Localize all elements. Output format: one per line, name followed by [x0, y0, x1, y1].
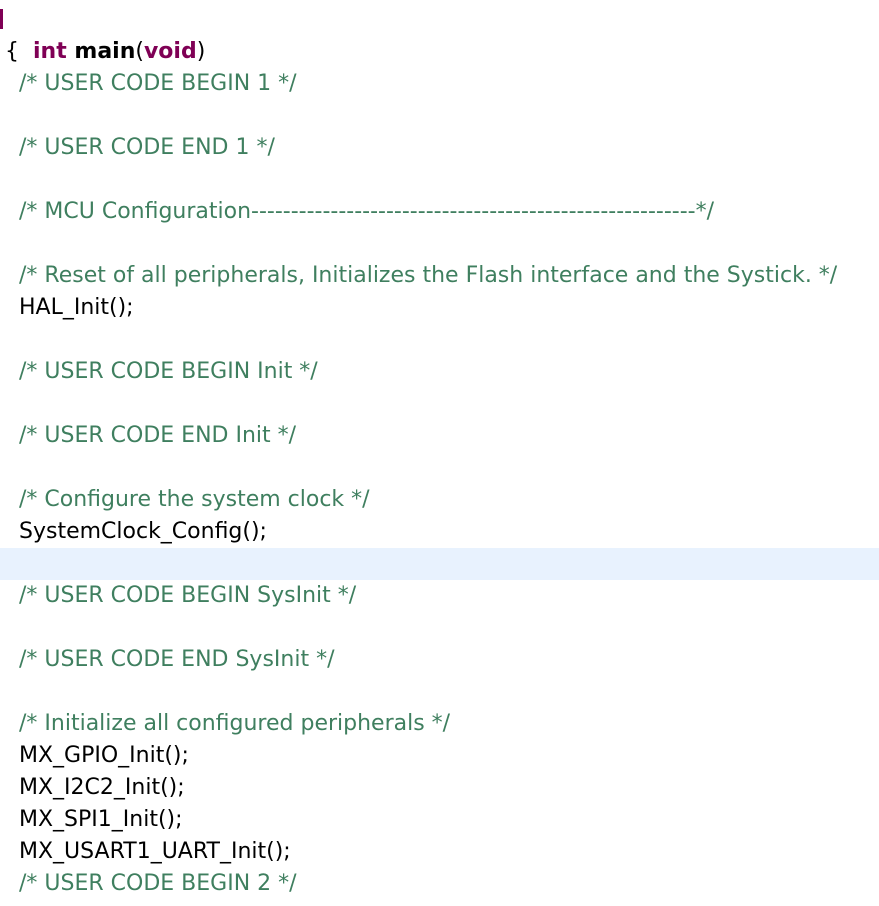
comment-line[interactable]: /* USER CODE BEGIN 1 */	[0, 68, 879, 100]
comment-text: /* USER CODE BEGIN Init */	[19, 359, 318, 384]
blank-line[interactable]	[0, 452, 879, 484]
blank-line[interactable]	[0, 324, 879, 356]
keyword-void: void	[143, 39, 197, 64]
comment-text: /* USER CODE BEGIN SysInit */	[19, 583, 357, 608]
comment-line[interactable]: /* USER CODE END Init */	[0, 420, 879, 452]
code-statement: MX_SPI1_Init();	[19, 807, 183, 832]
blank-line[interactable]	[0, 676, 879, 708]
code-line[interactable]: SystemClock_Config();	[0, 516, 879, 548]
blank-line[interactable]	[0, 164, 879, 196]
comment-text: /* USER CODE END 1 */	[19, 135, 275, 160]
comment-line[interactable]: /* Initialize all configured peripherals…	[0, 708, 879, 740]
gutter-marker	[0, 9, 3, 29]
blank-line[interactable]	[0, 228, 879, 260]
code-line[interactable]: MX_USART1_UART_Init();	[0, 836, 879, 868]
comment-text: /* Reset of all peripherals, Initializes…	[19, 263, 838, 288]
comment-text: /* USER CODE END Init */	[19, 423, 297, 448]
blank-line[interactable]	[0, 100, 879, 132]
current-line[interactable]	[0, 548, 879, 580]
comment-line[interactable]: /* MCU Configuration--------------------…	[0, 196, 879, 228]
comment-text: /* Configure the system clock */	[19, 487, 370, 512]
code-line[interactable]: MX_SPI1_Init();	[0, 804, 879, 836]
comment-text: /* USER CODE END SysInit */	[19, 647, 335, 672]
code-statement: MX_USART1_UART_Init();	[19, 839, 291, 864]
comment-line[interactable]: /* USER CODE BEGIN SysInit */	[0, 580, 879, 612]
code-line[interactable]: MX_GPIO_Init();	[0, 740, 879, 772]
function-signature-line[interactable]: int main(void)	[0, 4, 879, 64]
comment-line[interactable]: /* USER CODE BEGIN 2 */	[0, 868, 879, 900]
code-statement: HAL_Init();	[19, 295, 134, 320]
close-paren: )	[196, 39, 206, 64]
comment-text: /* MCU Configuration--------------------…	[19, 199, 715, 224]
comment-line[interactable]: /* USER CODE END SysInit */	[0, 644, 879, 676]
brace-line[interactable]: {	[0, 36, 879, 68]
open-paren: (	[135, 39, 144, 64]
comment-line[interactable]: /* USER CODE END 1 */	[0, 132, 879, 164]
comment-line[interactable]: /* Reset of all peripherals, Initializes…	[0, 260, 879, 292]
comment-line[interactable]: /* USER CODE BEGIN Init */	[0, 356, 879, 388]
comment-text: /* USER CODE BEGIN 2 */	[19, 871, 297, 896]
keyword-int: int	[32, 39, 67, 64]
blank-line[interactable]	[0, 612, 879, 644]
blank-line[interactable]	[0, 388, 879, 420]
code-line[interactable]: HAL_Init();	[0, 292, 879, 324]
code-line[interactable]: MX_I2C2_Init();	[0, 772, 879, 804]
code-statement: MX_GPIO_Init();	[19, 743, 189, 768]
code-statement: MX_I2C2_Init();	[19, 775, 185, 800]
function-name: main	[74, 39, 136, 64]
code-statement: SystemClock_Config();	[19, 519, 267, 544]
comment-text: /* USER CODE BEGIN 1 */	[19, 71, 297, 96]
comment-text: /* Initialize all configured peripherals…	[19, 711, 451, 736]
open-brace: {	[5, 39, 19, 64]
comment-line[interactable]: /* Configure the system clock */	[0, 484, 879, 516]
